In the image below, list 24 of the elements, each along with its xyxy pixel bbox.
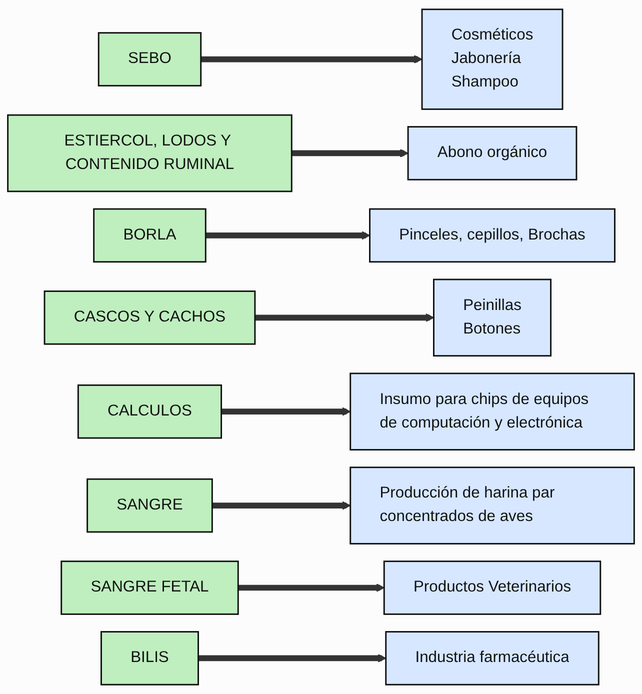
node-box: Industria farmacéutica: [385, 631, 600, 686]
node-box: SANGRE FETAL: [60, 560, 239, 615]
node-box: Productos Veterinarios: [383, 560, 602, 615]
node-box: Peinillas Botones: [433, 278, 552, 357]
node-box: Cosméticos Jabonería Shampoo: [421, 8, 564, 110]
node-box: CALCULOS: [77, 384, 222, 439]
arrow: [292, 148, 408, 158]
node-box: Insumo para chips de equipos de computación y electrónica: [350, 372, 635, 450]
arrow: [221, 407, 351, 416]
node-box: SEBO: [98, 32, 202, 86]
node-box: Producción de harina par concentrados de aves: [350, 466, 635, 544]
node-box: BORLA: [93, 208, 206, 263]
arrow: [200, 54, 422, 64]
node-box: ESTIERCOL, LODOS Y CONTENIDO RUMINAL: [7, 114, 292, 192]
arrow: [254, 313, 434, 322]
arrow: [206, 231, 370, 240]
node-box: SANGRE: [86, 478, 213, 533]
arrow: [238, 583, 385, 592]
arrow: [198, 654, 386, 663]
node-box: Abono orgánico: [407, 126, 578, 180]
node-box: BILIS: [100, 631, 199, 686]
node-box: CASCOS Y CACHOS: [44, 290, 256, 345]
node-box: Pinceles, cepillos, Brochas: [369, 208, 616, 263]
arrow: [212, 501, 351, 510]
